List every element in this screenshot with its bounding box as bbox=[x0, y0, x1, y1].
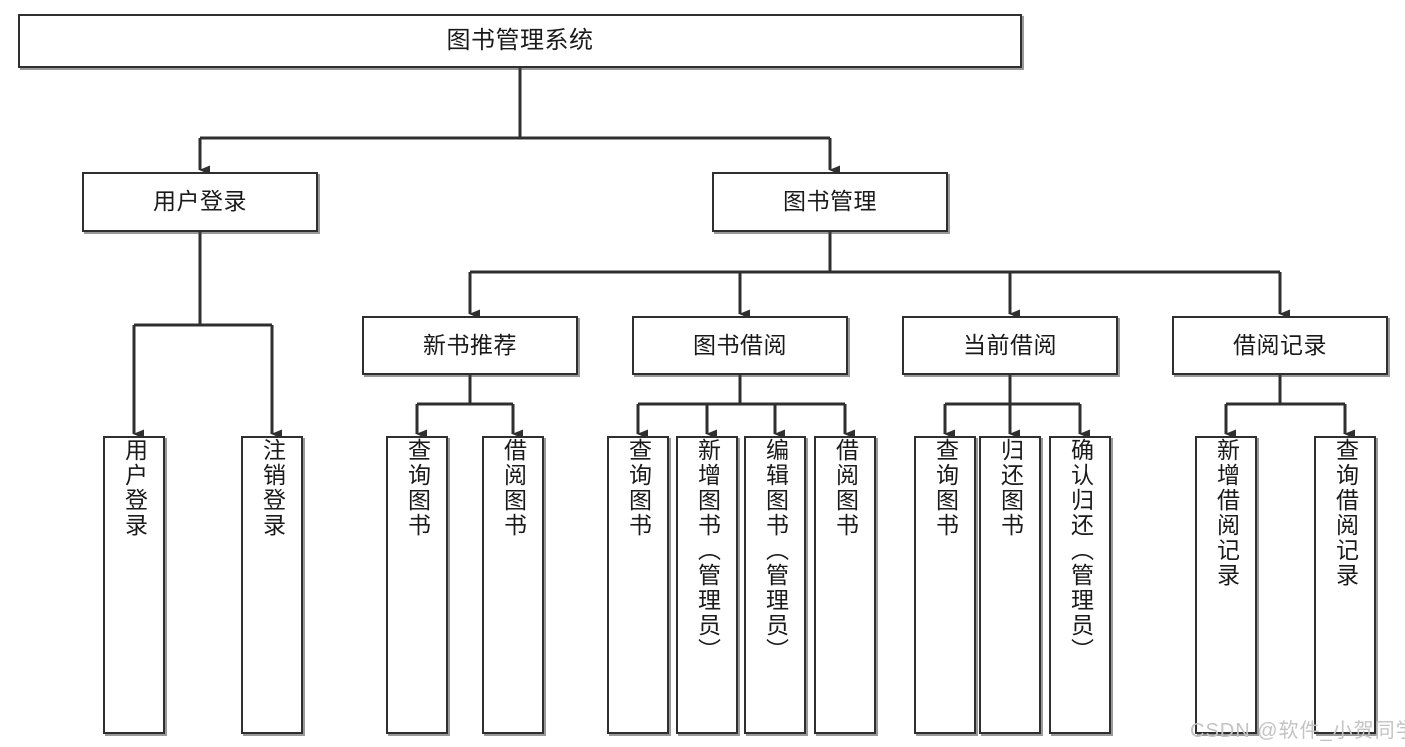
node-book-borrow[interactable]: 图书借阅 bbox=[632, 316, 848, 375]
node-leaf-query-book-3[interactable]: 查询图书 bbox=[914, 436, 976, 734]
node-borrow-record[interactable]: 借阅记录 bbox=[1172, 316, 1388, 375]
node-leaf-query-borrow-record[interactable]: 查询借阅记录 bbox=[1314, 436, 1376, 734]
node-label: 查询借阅记录 bbox=[1332, 438, 1359, 588]
node-leaf-confirm-return-admin[interactable]: 确认归还（管理员） bbox=[1049, 436, 1111, 734]
node-label: 用户登录 bbox=[153, 188, 247, 215]
node-label: 新书推荐 bbox=[423, 331, 517, 358]
node-label: 借阅图书 bbox=[832, 438, 859, 538]
node-label: 注销登录 bbox=[259, 438, 286, 538]
node-label: 编辑图书（管理员） bbox=[762, 438, 789, 663]
node-leaf-add-borrow-record[interactable]: 新增借阅记录 bbox=[1195, 436, 1257, 734]
node-leaf-logout-login[interactable]: 注销登录 bbox=[241, 436, 303, 734]
node-label: 用户登录 bbox=[121, 438, 148, 538]
csdn-watermark: CSDN @软件_小贺同学 bbox=[1190, 720, 1405, 742]
node-leaf-edit-book-admin[interactable]: 编辑图书（管理员） bbox=[744, 436, 806, 734]
node-label: 当前借阅 bbox=[963, 331, 1057, 358]
node-label: 归还图书 bbox=[997, 438, 1024, 538]
node-label: 查询图书 bbox=[404, 438, 431, 538]
node-label: 借阅记录 bbox=[1233, 331, 1327, 358]
node-label: 图书借阅 bbox=[693, 331, 787, 358]
node-user-login[interactable]: 用户登录 bbox=[82, 172, 318, 232]
node-label: 图书管理系统 bbox=[446, 26, 594, 54]
node-current-borrow[interactable]: 当前借阅 bbox=[902, 316, 1118, 375]
node-label: 查询图书 bbox=[625, 438, 652, 538]
node-leaf-query-book-1[interactable]: 查询图书 bbox=[386, 436, 448, 734]
node-label: 确认归还（管理员） bbox=[1067, 438, 1094, 663]
node-book-manage[interactable]: 图书管理 bbox=[712, 172, 948, 232]
node-leaf-query-book-2[interactable]: 查询图书 bbox=[607, 436, 669, 734]
node-leaf-return-book[interactable]: 归还图书 bbox=[979, 436, 1041, 734]
node-root-system[interactable]: 图书管理系统 bbox=[18, 14, 1022, 68]
node-leaf-borrow-book-1[interactable]: 借阅图书 bbox=[482, 436, 544, 734]
node-leaf-add-book-admin[interactable]: 新增图书（管理员） bbox=[676, 436, 738, 734]
node-label: 图书管理 bbox=[783, 188, 877, 215]
node-leaf-borrow-book-2[interactable]: 借阅图书 bbox=[814, 436, 876, 734]
node-leaf-user-login[interactable]: 用户登录 bbox=[103, 436, 165, 734]
node-new-book-recommend[interactable]: 新书推荐 bbox=[362, 316, 578, 375]
node-label: 新增图书（管理员） bbox=[694, 438, 721, 663]
node-label: 查询图书 bbox=[932, 438, 959, 538]
node-label: 借阅图书 bbox=[500, 438, 527, 538]
node-label: 新增借阅记录 bbox=[1213, 438, 1240, 588]
